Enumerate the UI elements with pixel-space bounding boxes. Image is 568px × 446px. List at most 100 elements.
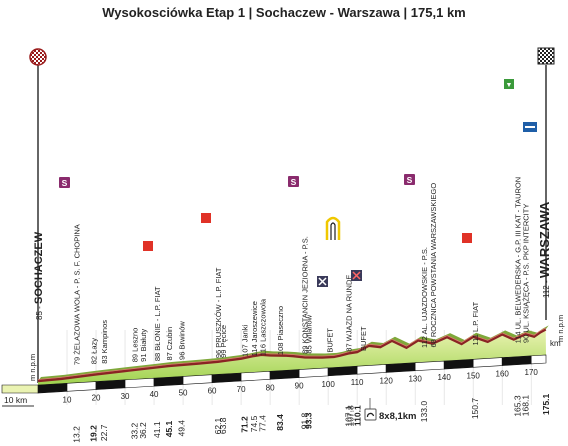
town-label: 90 UL. KSIĄŻĘCA - P.S. PKP INTERCITY (522, 204, 531, 343)
start-alt-unit: m n.p.m (28, 354, 37, 381)
town-label: 116 Laszczowola (259, 298, 268, 356)
km-scale-segment (211, 372, 242, 384)
profile-line (37, 328, 547, 383)
scale-label: 10 km (4, 395, 27, 405)
km-scale-segment (153, 376, 184, 387)
town-label: 108 Piaseczno (276, 306, 285, 355)
km-tick-label: 90 (295, 382, 304, 391)
km-tick-label: 100 (321, 380, 335, 389)
finish-name: WARSZAWA (537, 201, 552, 278)
km-scale-segment (443, 358, 474, 370)
km-tick-label: 60 (208, 387, 217, 396)
climb-category-icon: ▼ (504, 79, 514, 89)
scale-bracket: 10 km (2, 395, 34, 407)
town-label: 85 Wilanów (305, 314, 314, 353)
km-tick-label: 20 (92, 394, 101, 403)
distance-label: 22.7 (99, 424, 109, 441)
km-tick-label: 140 (437, 373, 451, 382)
feed-zone-icon (351, 270, 362, 281)
distance-label: 71.2 (240, 416, 250, 433)
sprint-icon-label: S (62, 178, 68, 188)
km-tick-label: 120 (379, 376, 393, 385)
sponsor-logo-icon (523, 122, 537, 132)
distance-label: 13.2 (71, 426, 81, 443)
town-label: 96 Brwinów (177, 321, 186, 360)
start-altitude: 85 (35, 311, 44, 320)
distance-label: 33.2 (129, 422, 139, 439)
km-tick-label: 30 (121, 392, 130, 401)
km-scale-segment (37, 382, 68, 394)
distance-label: 110.1 (352, 405, 362, 426)
fiat-climb-icon (462, 233, 472, 243)
town-label: BUFET (359, 326, 368, 351)
km-scale-segment (530, 354, 547, 365)
town-label: 107 Janki (241, 324, 250, 356)
km-scale-segment (414, 360, 445, 372)
distance-label: 41.1 (152, 421, 162, 438)
distance-label: 45.1 (164, 420, 174, 437)
distance-label: 133.0 (419, 401, 429, 423)
start-slab (1, 384, 39, 394)
distance-label: 19.2 (89, 425, 99, 442)
town-label: 112 AL. UJAZDOWSKIE - P.S. (420, 247, 429, 348)
distance-label: 63.8 (218, 417, 228, 434)
km-tick-label: 160 (496, 370, 510, 379)
sprint-icon: S (59, 177, 70, 188)
km-scale-segment (298, 367, 329, 378)
start-icon (29, 48, 47, 66)
km-scale-segment (182, 374, 213, 385)
town-label: 87 WJAZD NA RUNDĘ (345, 275, 354, 352)
town-label: 114 Jaroszewice (250, 301, 259, 356)
distance-label: 49.4 (176, 420, 186, 437)
sprint-icon: S (288, 176, 299, 187)
town-label: 83 Kampinos (100, 320, 109, 364)
km-scale-segment (124, 377, 155, 389)
finish-alt-unit: m n.p.m (556, 315, 565, 342)
km-tick-label: 40 (150, 390, 159, 399)
distance-label: 91.8 (299, 412, 309, 429)
distance-label: 165.3 (513, 395, 523, 417)
distance-label: 62.1 (213, 418, 223, 435)
fiat-climb-icon (143, 241, 153, 251)
finish-sep: - (542, 278, 551, 285)
km-tick-label: 70 (237, 385, 246, 394)
town-label: BUFET (326, 328, 335, 353)
fiat-climb-icon (201, 213, 211, 223)
distance-label: 168.1 (521, 395, 531, 417)
town-label: 114 UL. BELWEDERSKA - G.P. III KAT - TAU… (514, 177, 523, 344)
distance-label: 107.1 (344, 405, 354, 427)
km-scale-segment (472, 357, 503, 368)
start-label: 85 - SOCHACZEW (33, 231, 45, 320)
finish-km: 112 (542, 285, 551, 298)
km-scale-strip (1, 354, 547, 394)
distance-label: 107.8 (346, 405, 356, 427)
km-scale-segment (269, 369, 300, 380)
town-label: 88 BŁONIE - L.P. FIAT (153, 286, 162, 361)
distance-label: 83.4 (275, 414, 285, 431)
distance-label: 77.4 (258, 415, 268, 432)
km-tick-label: 80 (266, 383, 275, 392)
svg-text:▼: ▼ (506, 82, 513, 89)
km-scale-segment (356, 364, 387, 375)
km-tick-label: 10 (63, 395, 72, 404)
km-tick-label: 110 (351, 378, 364, 387)
feed-zone-icon (317, 276, 328, 287)
town-label: 87 Czubin (165, 327, 174, 361)
town-label: 89 Leszno (130, 328, 139, 363)
sprint-icon-label: S (407, 175, 413, 185)
km-scale-segment (240, 370, 271, 382)
km-scale-segment (327, 365, 358, 377)
distance-label: 93.3 (304, 412, 314, 429)
profile-highlight (37, 327, 546, 380)
sprint-icon: S (404, 174, 415, 185)
distance-label: 36.2 (138, 422, 148, 439)
terrain-3d (37, 325, 549, 385)
finish-icon (537, 47, 555, 65)
town-label: 99 Pęcice (219, 325, 228, 358)
km-tick-label: 130 (408, 375, 422, 384)
km-tick-label: 170 (525, 368, 539, 377)
km-scale-segment (385, 362, 416, 373)
km-unit-label: km (550, 339, 561, 348)
